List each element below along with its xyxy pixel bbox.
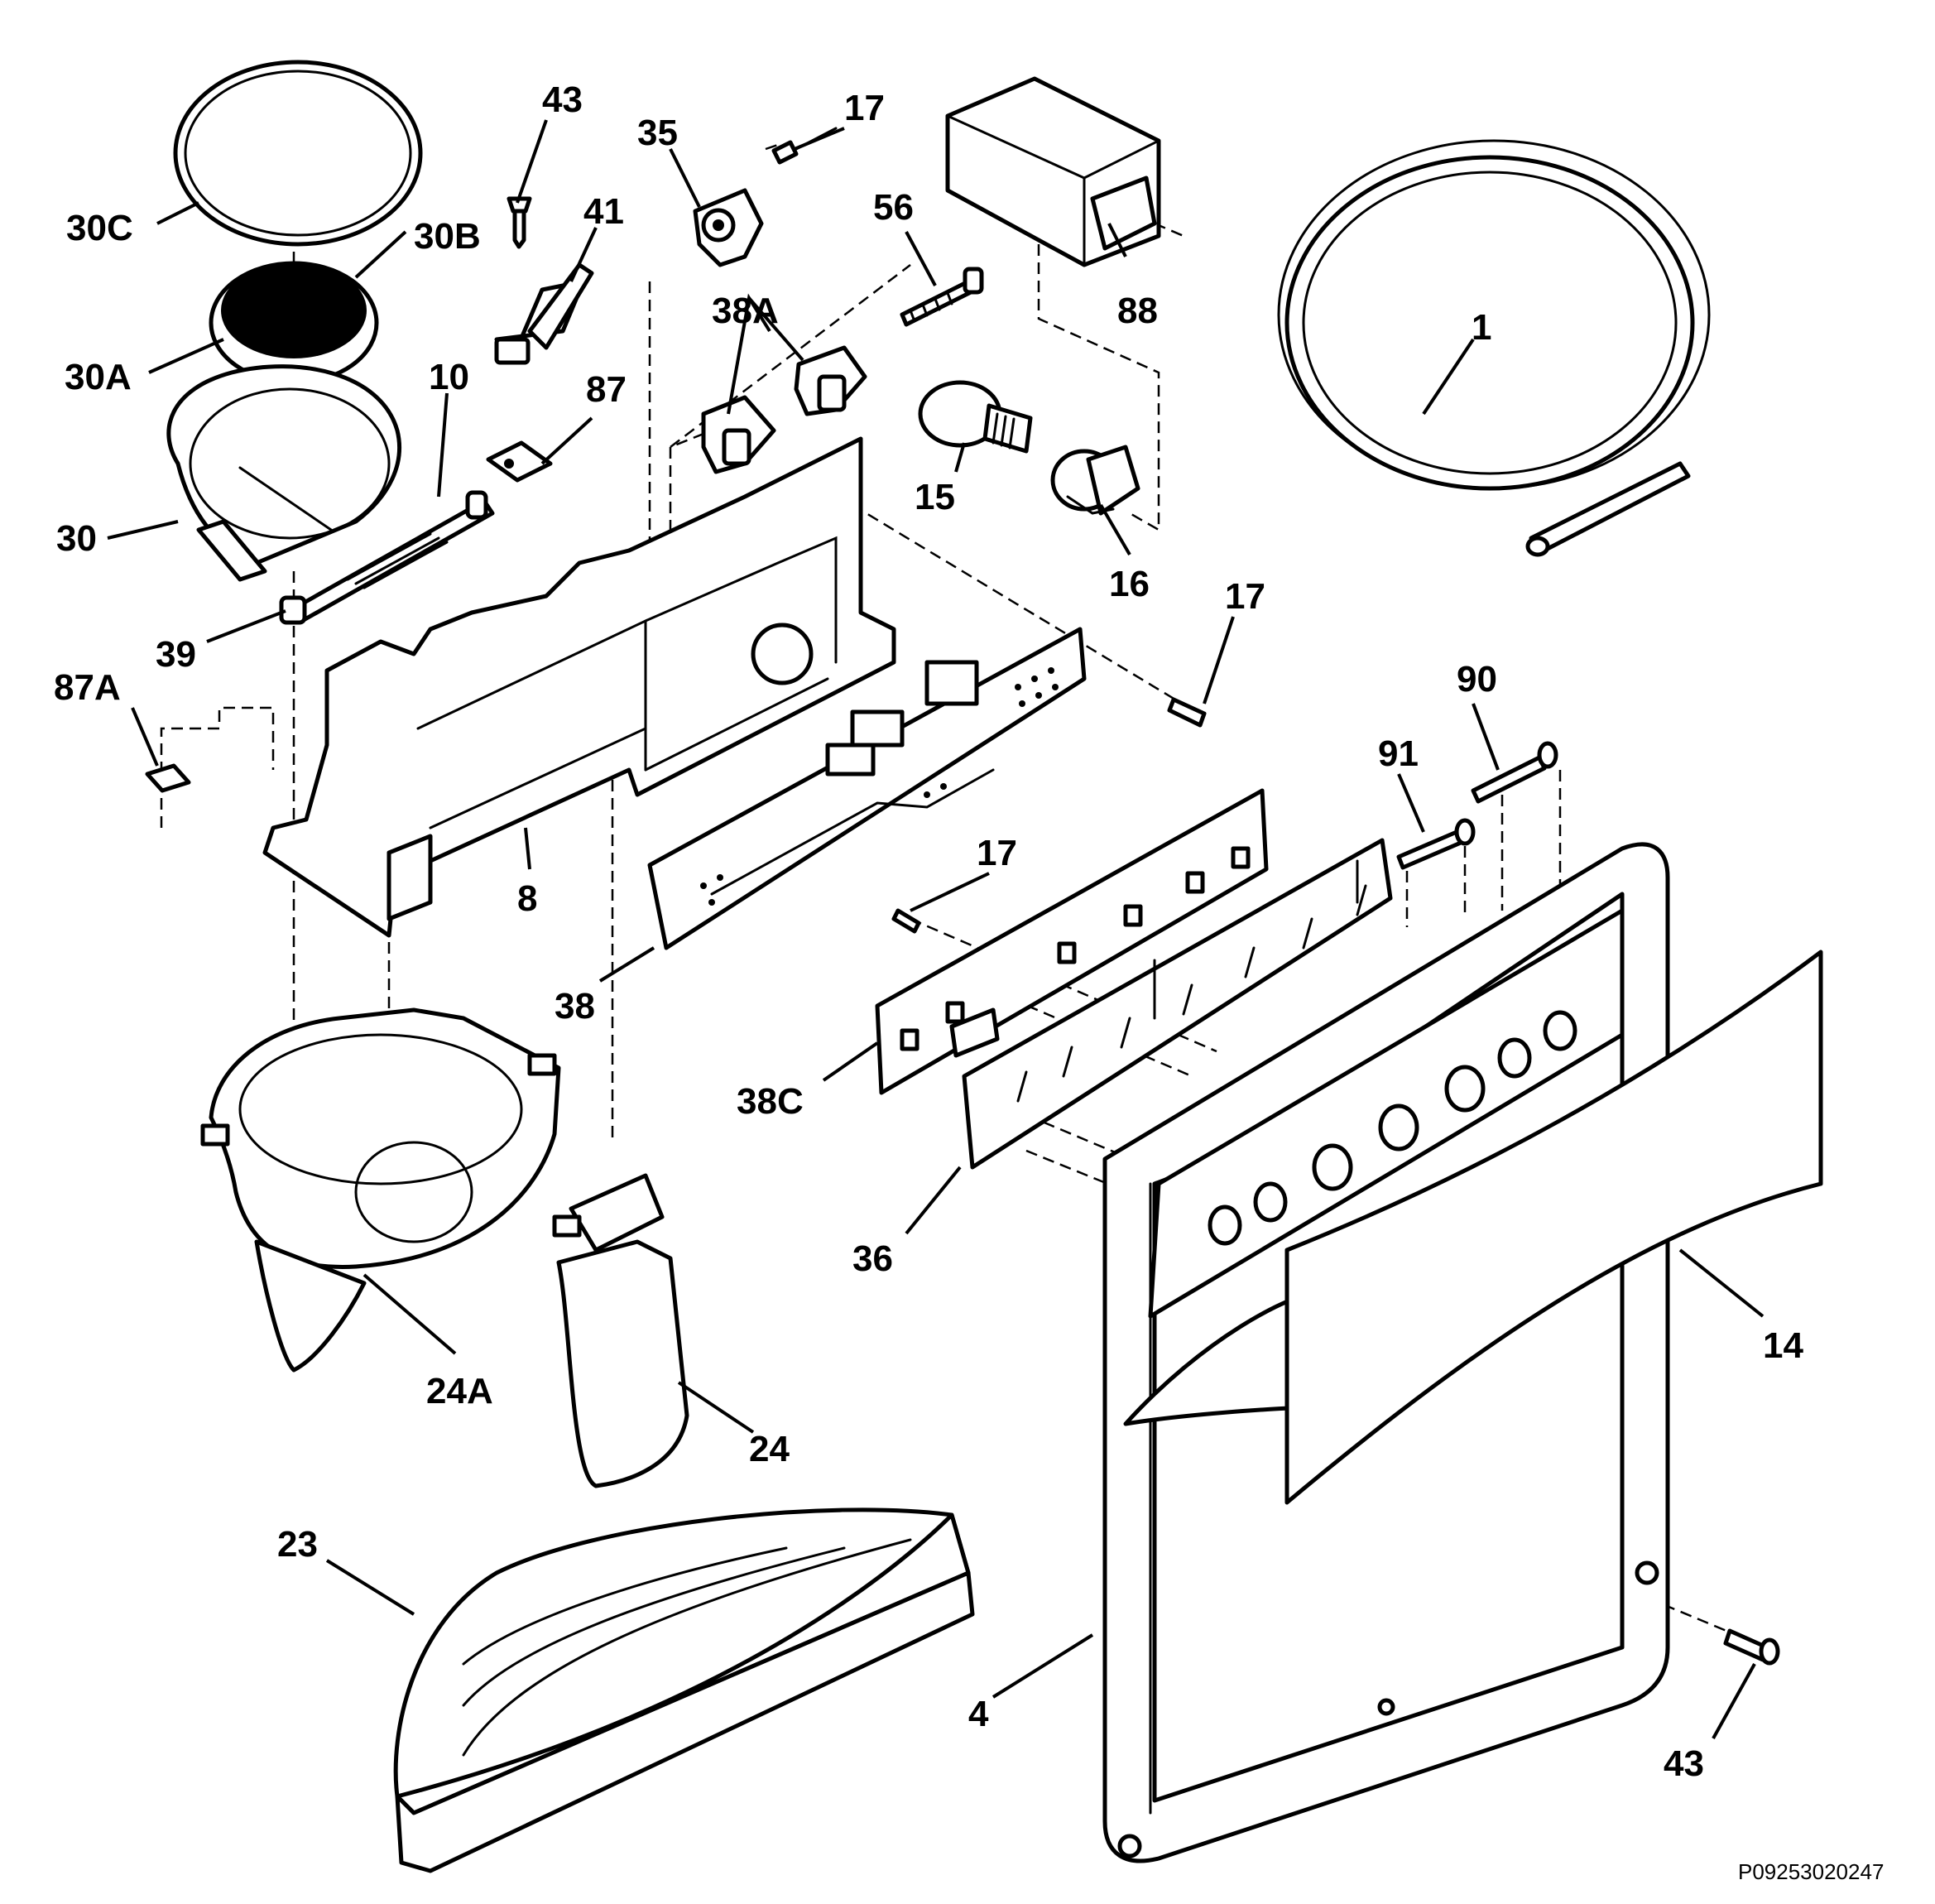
label-90: 90 bbox=[1457, 659, 1497, 700]
part-90-pin bbox=[1471, 741, 1558, 804]
label-30b: 30B bbox=[414, 216, 481, 257]
part-41-bracket bbox=[494, 262, 594, 365]
label-23: 23 bbox=[277, 1524, 318, 1565]
part-labels: 30C 30B 30A 30 10 39 43 41 87 87A 35 17 … bbox=[54, 79, 1803, 1784]
part-17-screw-right bbox=[1167, 697, 1207, 728]
label-8: 8 bbox=[517, 878, 537, 919]
label-17-mid: 17 bbox=[977, 833, 1017, 873]
part-36-actuator-strip bbox=[962, 838, 1393, 1170]
part-16-bulb-socket bbox=[1050, 445, 1140, 516]
leader-lines bbox=[107, 119, 1765, 1739]
label-10: 10 bbox=[429, 357, 469, 397]
label-87a: 87A bbox=[54, 667, 121, 708]
label-30: 30 bbox=[56, 518, 97, 559]
label-39: 39 bbox=[156, 634, 196, 675]
label-30a: 30A bbox=[65, 357, 132, 397]
label-43-top: 43 bbox=[542, 79, 583, 120]
part-39-pin bbox=[279, 595, 307, 625]
part-15-light-bulb bbox=[918, 380, 1033, 454]
label-35: 35 bbox=[637, 113, 678, 153]
label-43-bottom: 43 bbox=[1664, 1743, 1704, 1784]
part-14-overlay-panel bbox=[1284, 950, 1823, 1505]
board-38-dots bbox=[700, 667, 1059, 906]
part-30a-30b-filter bbox=[209, 261, 379, 385]
part-17-screw-mid bbox=[891, 908, 921, 934]
label-1: 1 bbox=[1472, 307, 1491, 348]
label-56: 56 bbox=[873, 187, 914, 228]
label-24: 24 bbox=[749, 1429, 790, 1469]
label-15: 15 bbox=[915, 477, 955, 517]
label-4: 4 bbox=[968, 1694, 989, 1734]
part-35-valve bbox=[693, 188, 764, 267]
label-24a: 24A bbox=[426, 1371, 493, 1411]
part-56-long-screw bbox=[900, 267, 984, 327]
part-38-control-board bbox=[647, 627, 1087, 950]
part-8-dispenser-housing bbox=[262, 436, 896, 938]
part-91-pin bbox=[1396, 818, 1476, 870]
label-88: 88 bbox=[1117, 291, 1158, 331]
part-87-clip bbox=[486, 440, 553, 483]
label-17-right: 17 bbox=[1225, 576, 1265, 617]
part-30-collar bbox=[166, 364, 402, 582]
panel-4-buttons bbox=[1208, 1010, 1577, 1246]
label-38a: 38A bbox=[712, 291, 779, 331]
label-30c: 30C bbox=[66, 208, 133, 248]
label-16: 16 bbox=[1109, 564, 1150, 604]
part-88-cover-box bbox=[945, 76, 1161, 267]
part-23-drip-tray bbox=[393, 1507, 975, 1873]
label-87: 87 bbox=[586, 369, 627, 410]
part-43-screw-bottom bbox=[1723, 1628, 1780, 1666]
part-43-screw-top bbox=[507, 196, 532, 249]
part-87a-clip bbox=[145, 763, 191, 793]
label-41: 41 bbox=[583, 191, 624, 232]
part-24a-ice-chute bbox=[200, 1007, 561, 1373]
part-24-dispenser-flap bbox=[552, 1173, 689, 1488]
part-38c-switch-board bbox=[875, 788, 1269, 1095]
part-38a-switches bbox=[701, 345, 867, 474]
reference-code: P09253020247 bbox=[1738, 1859, 1884, 1884]
part-30c-gasket-ring bbox=[173, 60, 423, 247]
label-36: 36 bbox=[852, 1238, 893, 1279]
part-1-water-tube-coil bbox=[1277, 139, 1711, 557]
label-38c: 38C bbox=[737, 1081, 804, 1122]
label-91: 91 bbox=[1378, 733, 1419, 774]
label-17-top: 17 bbox=[844, 88, 885, 128]
label-38: 38 bbox=[555, 986, 595, 1027]
label-14: 14 bbox=[1763, 1325, 1803, 1366]
